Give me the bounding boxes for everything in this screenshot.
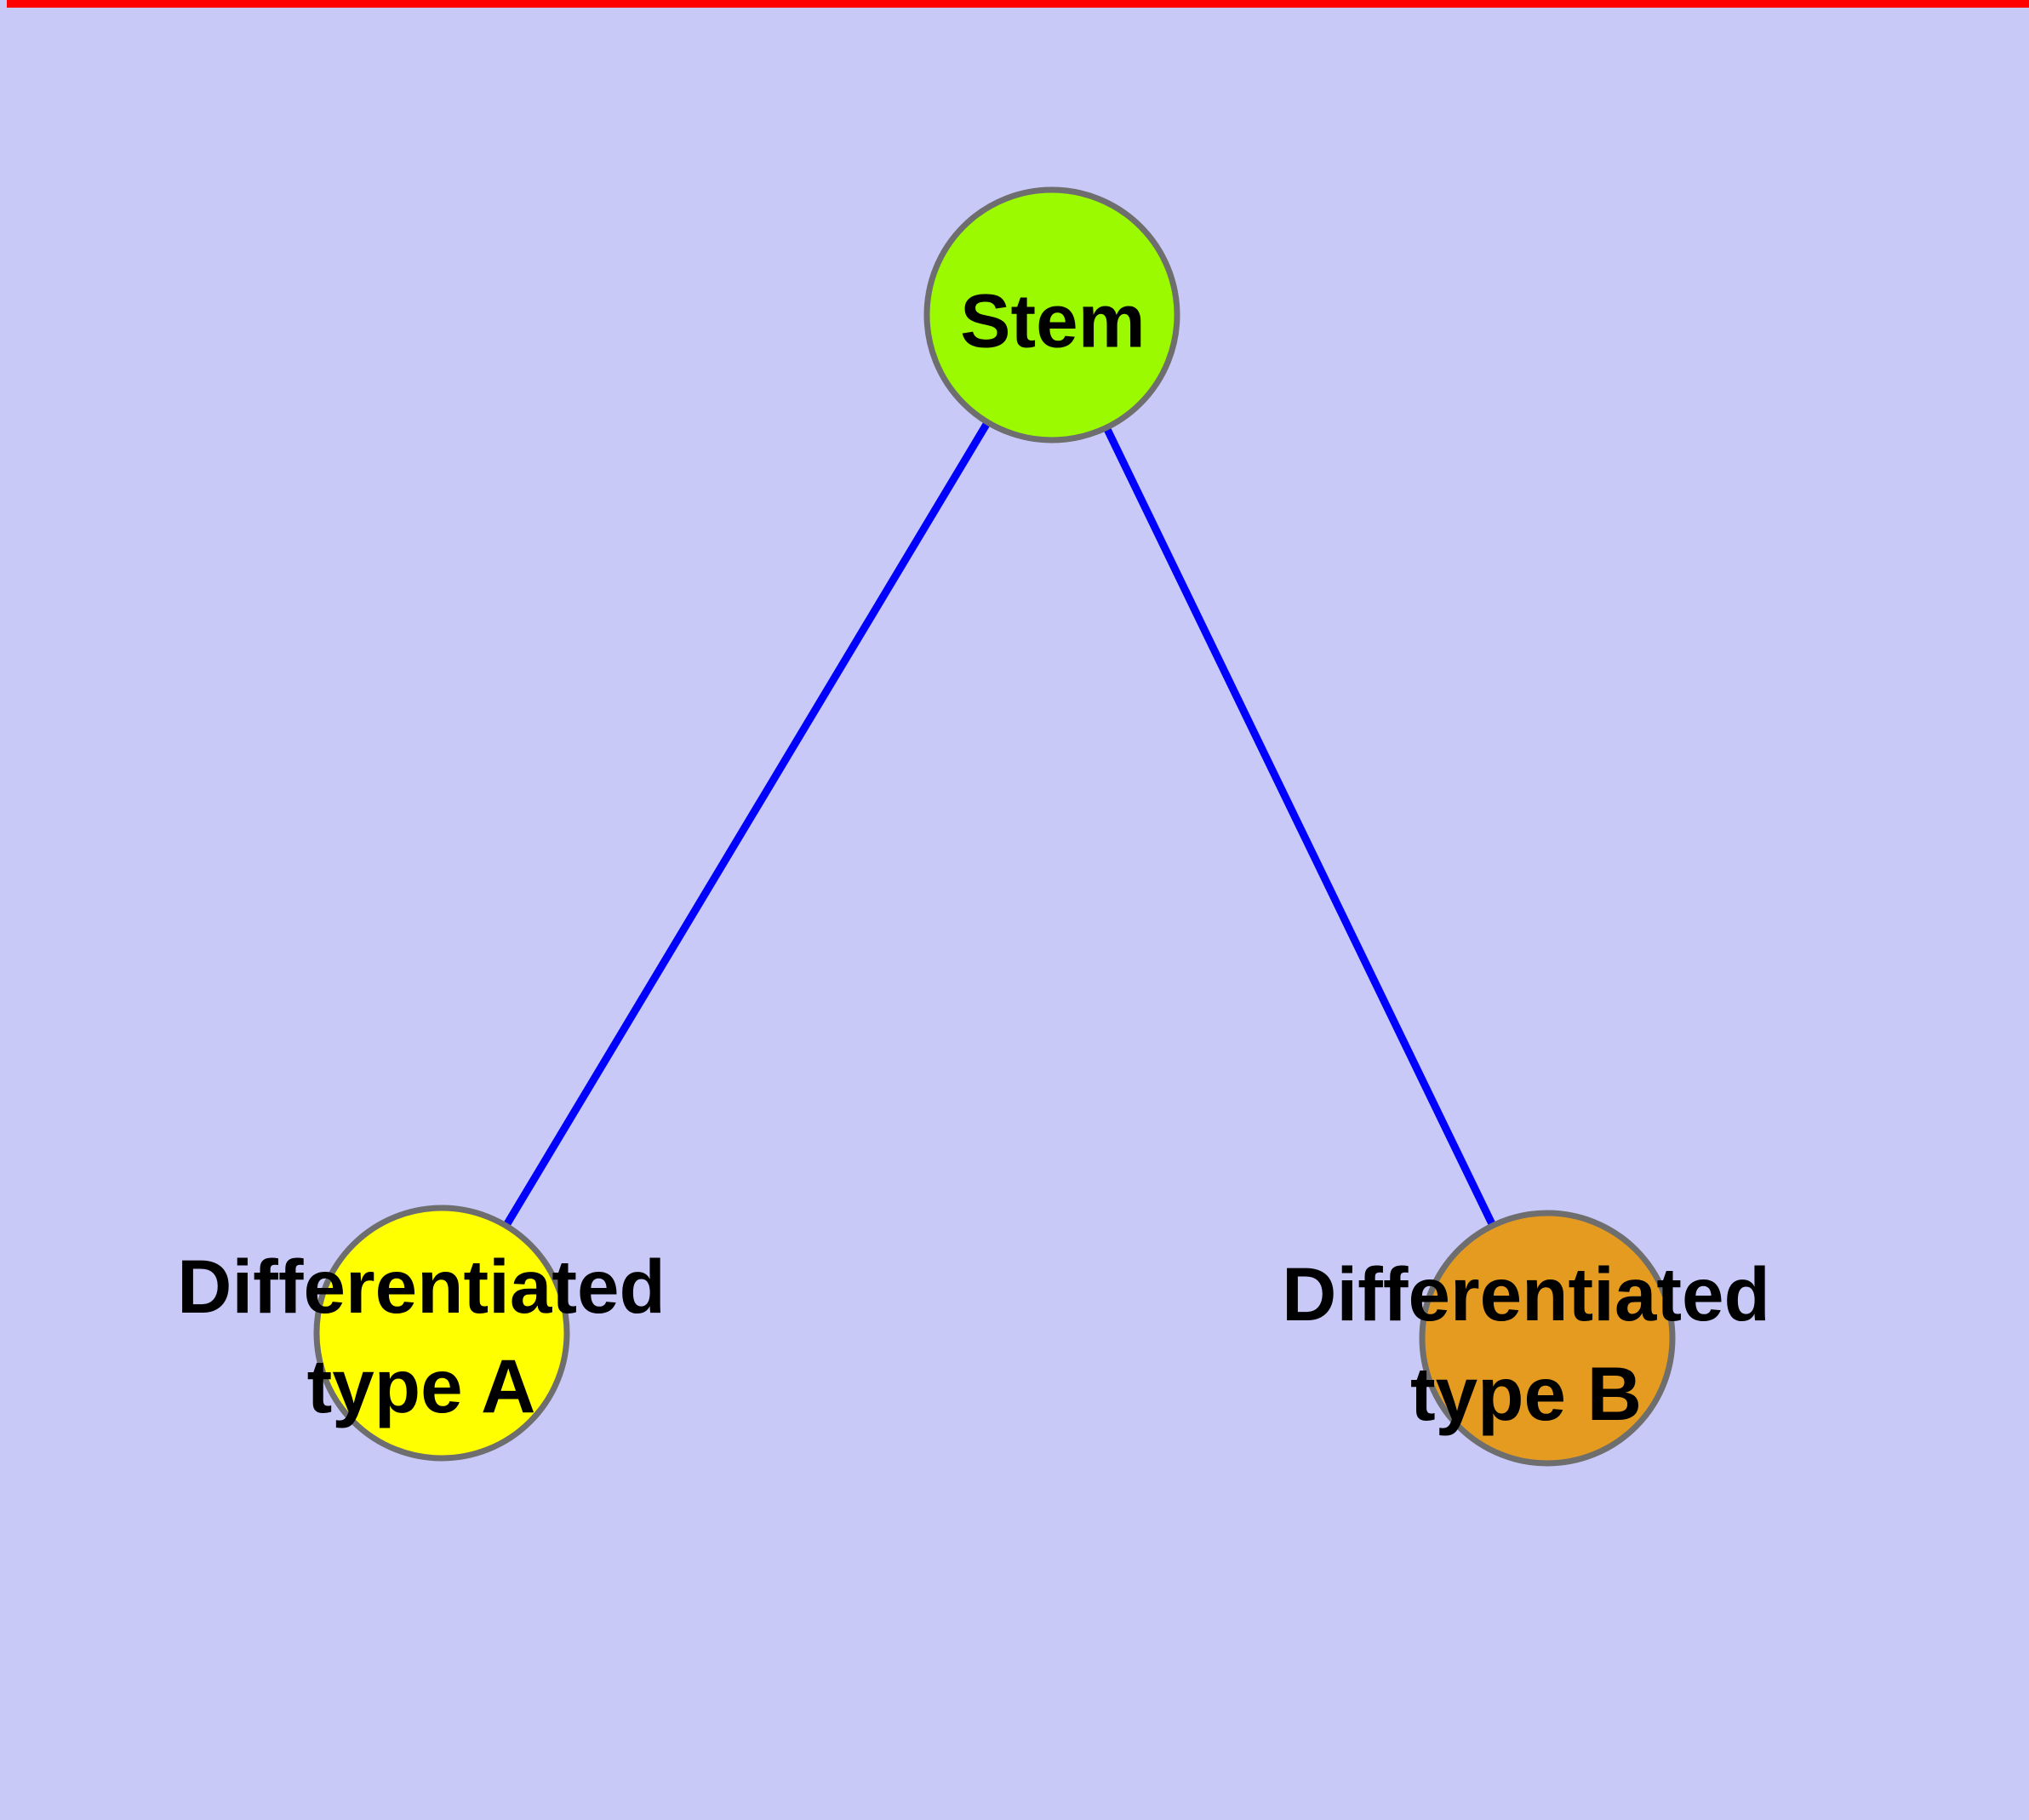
node-stem [923,186,1180,444]
node-diff-type-b-label: Differentiated type B [1282,1245,1770,1444]
edge-stem-diff-type-a [438,312,1055,1336]
node-diff-type-a-label: Differentiated type A [177,1237,666,1436]
node-diff-type-b-label-line: Differentiated [1282,1251,1770,1336]
node-stem-label-line: Stem [960,278,1146,363]
node-diff-type-a-label-line: Differentiated [177,1244,666,1329]
top-border-strip [7,0,2029,8]
edge-stem-diff-type-b [1048,313,1552,1340]
node-diff-type-b [1419,1210,1676,1467]
node-diff-type-a-label-line: type A [306,1343,536,1428]
node-stem-label: Stem [960,272,1146,371]
node-diff-type-a [313,1205,570,1462]
node-diff-type-b-label-line: type B [1409,1351,1642,1436]
